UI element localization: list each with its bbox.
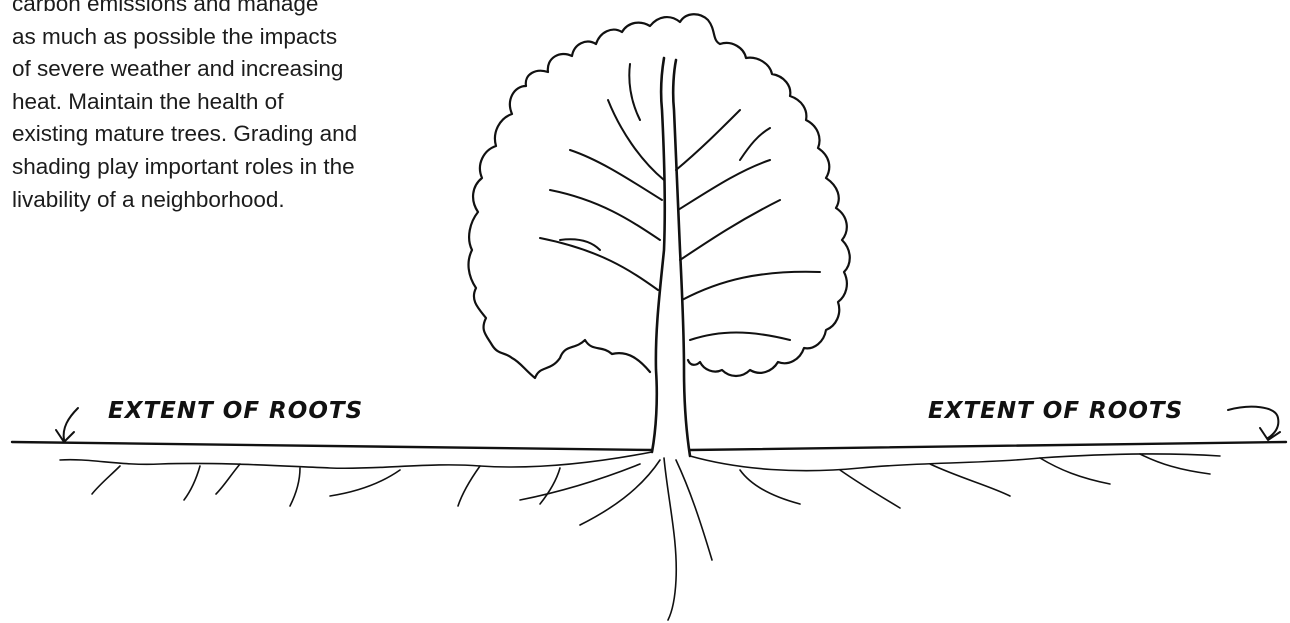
tree-branches <box>540 64 820 340</box>
root-system <box>60 452 1220 620</box>
left-arrow-icon <box>56 408 78 442</box>
right-roots-label: EXTENT OF ROOTS <box>928 398 1183 424</box>
ground-line <box>12 442 1286 450</box>
tree-canopy-outline <box>469 14 850 378</box>
tree-trunk <box>652 58 665 452</box>
left-roots-label: EXTENT OF ROOTS <box>108 398 363 424</box>
right-arrow-icon <box>1228 407 1280 440</box>
